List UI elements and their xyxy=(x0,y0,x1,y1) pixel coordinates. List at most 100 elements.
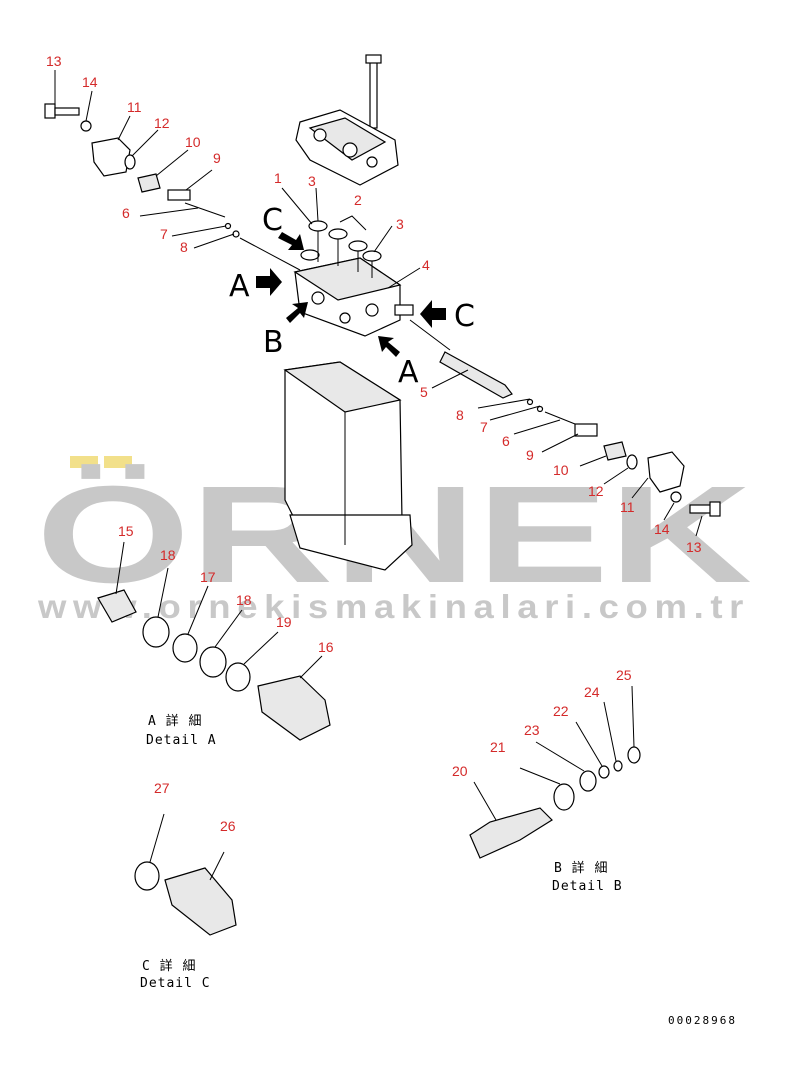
leader-line xyxy=(663,502,675,521)
callout-3: 3 xyxy=(308,173,316,189)
leader-line xyxy=(541,433,579,453)
callout-9: 9 xyxy=(526,447,534,463)
view-letters: A B C C A xyxy=(229,203,475,390)
callout-23: 23 xyxy=(524,722,540,738)
callout-26: 26 xyxy=(220,818,236,834)
bolt-13-shank xyxy=(54,107,80,116)
detail-c-caption: Detail C xyxy=(140,976,211,991)
valve-26 xyxy=(164,867,237,936)
pin-6 xyxy=(184,202,226,218)
view-letter-c: C xyxy=(454,299,475,334)
callout-24: 24 xyxy=(584,684,600,700)
oring-27 xyxy=(134,861,160,891)
leader-line xyxy=(171,225,227,237)
callout-1: 1 xyxy=(274,170,282,186)
washer-14 xyxy=(80,120,92,132)
leader-line xyxy=(489,405,541,421)
spool-end xyxy=(394,304,414,316)
leader-line xyxy=(631,477,649,499)
spool-15 xyxy=(97,589,137,623)
oring-12 xyxy=(124,154,136,170)
ball-7b xyxy=(536,405,544,413)
arrow-b-icon xyxy=(286,302,308,323)
leader-line xyxy=(535,741,585,772)
bolt-13b-shank xyxy=(689,504,713,514)
callout-27: 27 xyxy=(154,780,170,796)
leader-line xyxy=(473,781,497,821)
leader-line xyxy=(187,585,209,635)
cover-11 xyxy=(91,137,131,177)
detail-c-parts xyxy=(134,861,237,936)
leader-line xyxy=(387,267,421,289)
leader-line xyxy=(131,129,159,157)
callout-18: 18 xyxy=(160,547,176,563)
leader-line xyxy=(477,398,531,409)
callout-22: 22 xyxy=(553,703,569,719)
callout-6: 6 xyxy=(122,205,130,221)
oring-3b xyxy=(362,250,382,262)
watermark-umlaut-dot-right xyxy=(104,456,132,468)
callout-15: 15 xyxy=(118,523,134,539)
leader-line xyxy=(214,609,243,648)
bolt-13b-head xyxy=(709,501,721,517)
leader-line xyxy=(243,631,279,665)
leader-line xyxy=(315,187,319,222)
leader-line xyxy=(603,701,617,762)
callout-8: 8 xyxy=(180,239,188,255)
detail-c-caption-jp: C 詳 細 xyxy=(142,958,196,974)
callout-5: 5 xyxy=(420,384,428,400)
plug-1 xyxy=(300,249,320,261)
cover-hole xyxy=(366,156,378,168)
valve-section xyxy=(293,215,414,337)
valve-stack-top xyxy=(283,361,402,413)
cover-plate-top xyxy=(308,117,387,161)
top-cover-assembly xyxy=(295,54,399,186)
stopper-9b xyxy=(574,423,598,437)
ring-23 xyxy=(579,770,597,792)
arrow-a-right-icon xyxy=(256,268,282,296)
callout-10: 10 xyxy=(185,134,201,150)
ring-8b xyxy=(526,398,534,406)
callout-17: 17 xyxy=(200,569,216,585)
leader-line xyxy=(431,369,469,389)
callout-7: 7 xyxy=(160,226,168,242)
cover-hole xyxy=(342,142,358,158)
leader-line xyxy=(157,567,169,618)
valve-20 xyxy=(469,807,553,859)
valve-stack-base xyxy=(289,514,413,571)
leader-line xyxy=(631,685,635,748)
arrow-a-up-icon xyxy=(378,336,400,357)
callout-18: 18 xyxy=(236,592,252,608)
detail-b-caption-jp: B 詳 細 xyxy=(554,860,608,876)
leader-line xyxy=(85,90,93,122)
spring-10 xyxy=(137,173,161,193)
cover-11b xyxy=(647,451,685,493)
callout-6: 6 xyxy=(502,433,510,449)
assembly-line xyxy=(409,319,451,351)
right-spool-parts xyxy=(409,319,721,517)
detail-b-caption: Detail B xyxy=(552,879,623,894)
view-letter-b: B xyxy=(263,325,284,360)
detail-a-caption-jp: A 詳 細 xyxy=(148,713,202,729)
callout-9: 9 xyxy=(213,150,221,166)
view-letter-a: A xyxy=(229,269,250,304)
direction-arrows xyxy=(256,232,446,357)
callout-numbers: 13 14 11 12 10 9 6 7 8 1 3 2 3 4 5 8 7 6… xyxy=(46,53,702,834)
stopper-9 xyxy=(167,189,191,201)
detail-a-caption: Detail A xyxy=(146,733,217,748)
callout-2: 2 xyxy=(354,192,362,208)
callout-11: 11 xyxy=(620,499,635,515)
callout-25: 25 xyxy=(616,667,632,683)
arrow-c-down-icon xyxy=(278,232,304,250)
callout-14: 14 xyxy=(82,74,98,90)
callout-13: 13 xyxy=(686,539,702,555)
leader-line xyxy=(281,187,313,225)
leader-line xyxy=(117,115,131,141)
leader-line xyxy=(155,149,189,177)
callout-8: 8 xyxy=(456,407,464,423)
callout-11: 11 xyxy=(127,99,142,115)
arrow-c-left-icon xyxy=(420,300,446,328)
long-bolt xyxy=(369,57,378,129)
